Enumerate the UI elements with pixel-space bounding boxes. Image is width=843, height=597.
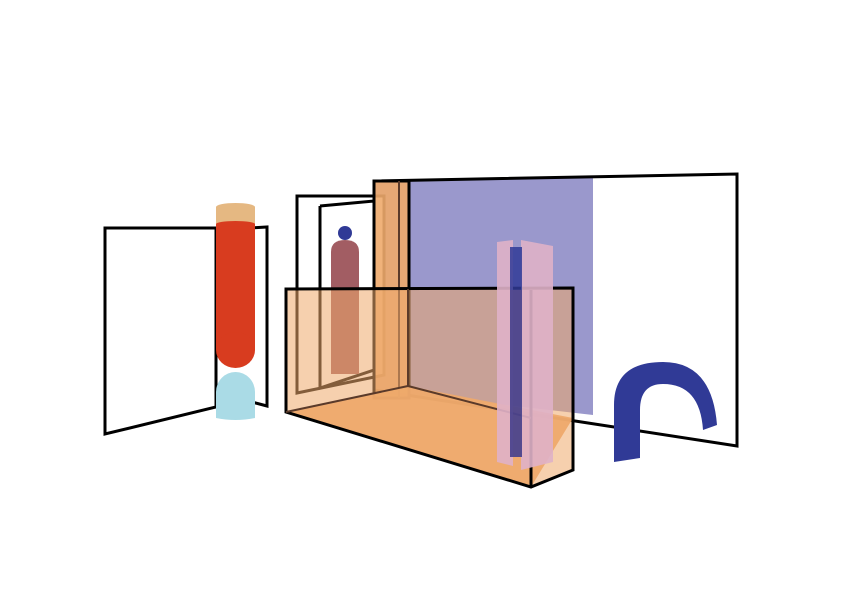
arch-shape [614,362,717,462]
red-pillar-body [216,213,255,350]
pink-pole-left [497,240,513,466]
pillar-cap [216,207,255,224]
dome-shape [216,372,255,420]
navy-stripe-lower [510,290,522,457]
left-frame-right-edge [249,225,269,408]
navy-arch [614,362,717,462]
light-blue-dome [216,372,255,420]
pink-pole [497,240,553,470]
red-pillar-bottom [216,332,255,368]
red-pillar [216,203,255,368]
pillar-cap-bottom [216,221,255,227]
pillar-cap-top [216,203,255,211]
left-open-frame [103,225,269,436]
left-frame-panel [103,226,218,436]
pink-pole-right [521,240,553,470]
figure-head [338,226,352,240]
box-left-floor-edge [285,385,409,413]
